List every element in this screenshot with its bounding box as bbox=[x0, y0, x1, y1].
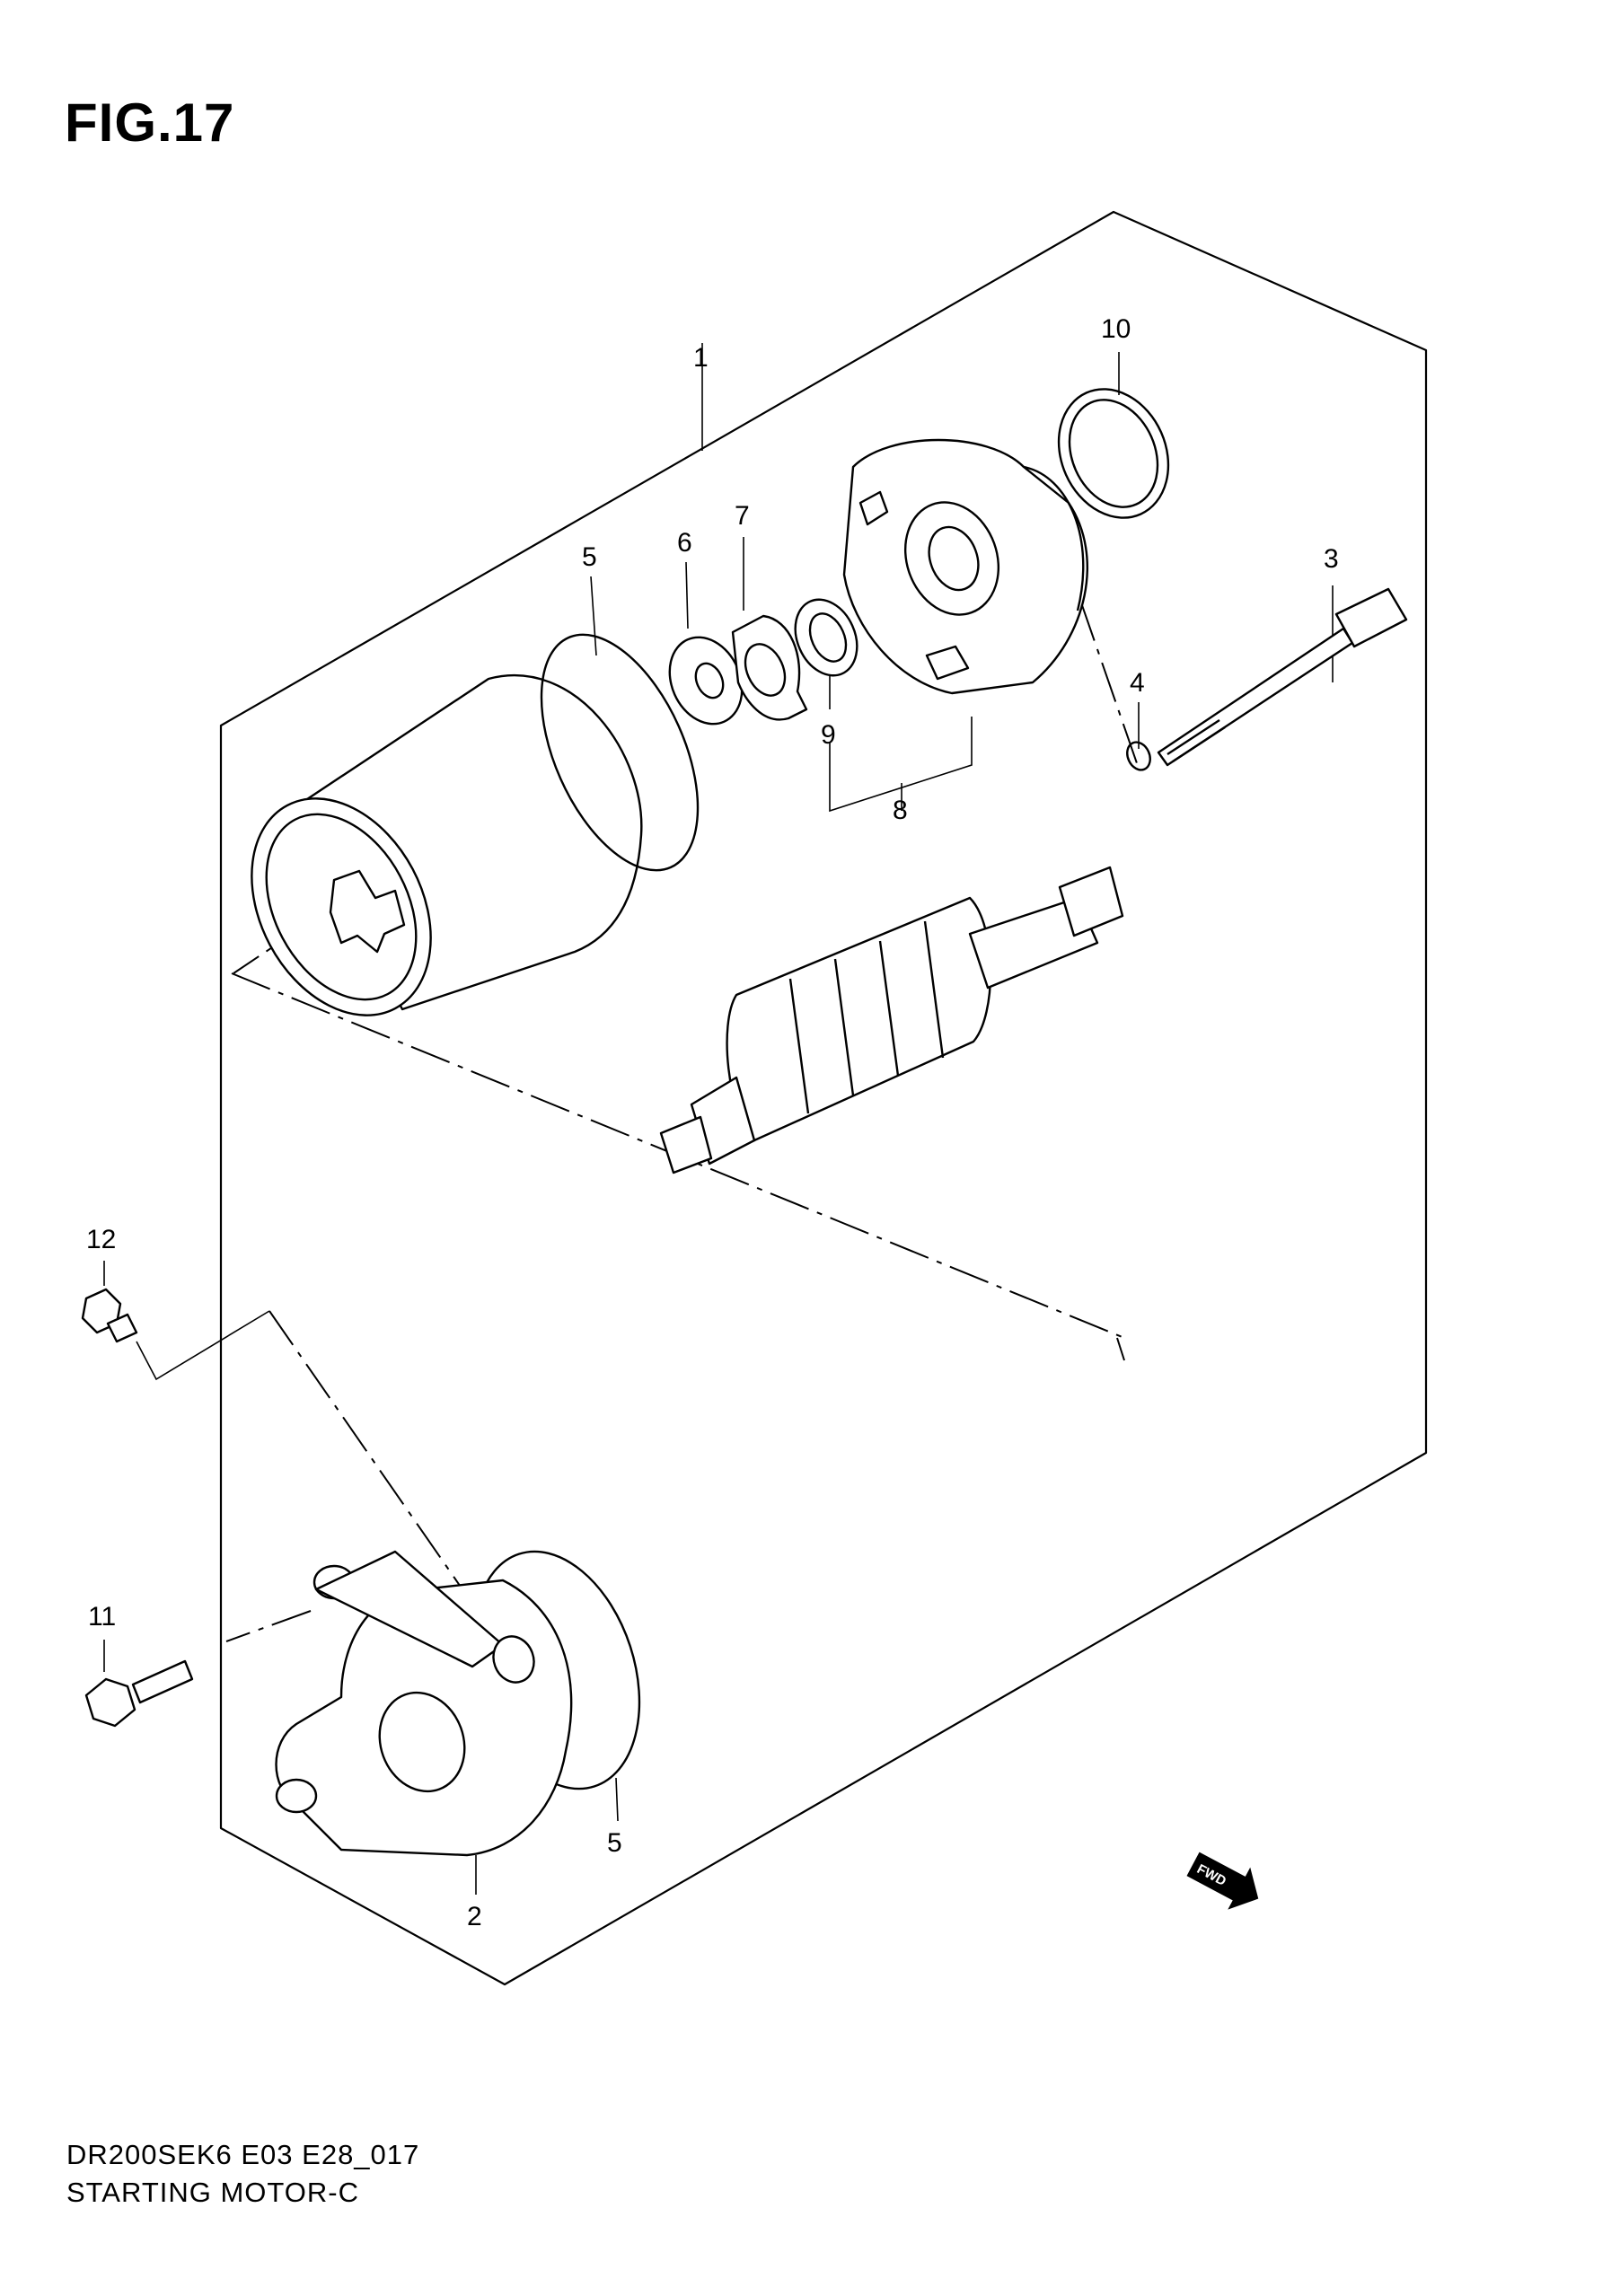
callout-9: 9 bbox=[821, 720, 836, 750]
alignment-line bbox=[1116, 1337, 1125, 1361]
callout-1: 1 bbox=[693, 343, 709, 373]
through-bolt bbox=[1157, 587, 1408, 767]
callout-4: 4 bbox=[1130, 668, 1145, 698]
leader-lines bbox=[103, 343, 1334, 1895]
end-cover bbox=[842, 438, 1088, 695]
section-name: STARTING MOTOR-C bbox=[66, 2177, 359, 2208]
small-washer bbox=[1126, 741, 1151, 771]
drive-end-housing bbox=[275, 1550, 573, 1857]
callout-5-lower: 5 bbox=[607, 1828, 622, 1858]
oil-seal bbox=[794, 598, 858, 677]
callout-6: 6 bbox=[677, 528, 692, 558]
yoke-housing bbox=[251, 673, 643, 1016]
flange-bolt-12 bbox=[81, 1288, 138, 1343]
assembly-boundary bbox=[219, 210, 1428, 1986]
callout-8: 8 bbox=[893, 796, 908, 825]
alignment-line bbox=[225, 1610, 312, 1642]
callout-5-upper: 5 bbox=[582, 542, 597, 572]
flange-bolt-11 bbox=[84, 1659, 194, 1728]
callout-3: 3 bbox=[1324, 544, 1339, 574]
callout-11: 11 bbox=[88, 1602, 116, 1632]
fwd-arrow-icon: FWD bbox=[1186, 1852, 1259, 1910]
callout-7: 7 bbox=[735, 501, 750, 531]
callout-12: 12 bbox=[86, 1225, 116, 1254]
callout-10: 10 bbox=[1101, 314, 1131, 344]
figure-title: FIG.17 bbox=[65, 92, 235, 153]
armature bbox=[659, 866, 1124, 1174]
o-ring-cover bbox=[1057, 388, 1170, 519]
o-ring-upper bbox=[540, 633, 700, 872]
tabbed-washer bbox=[731, 614, 808, 721]
model-code: DR200SEK6 E03 E28_017 bbox=[66, 2139, 420, 2170]
callout-2: 2 bbox=[467, 1902, 482, 1931]
